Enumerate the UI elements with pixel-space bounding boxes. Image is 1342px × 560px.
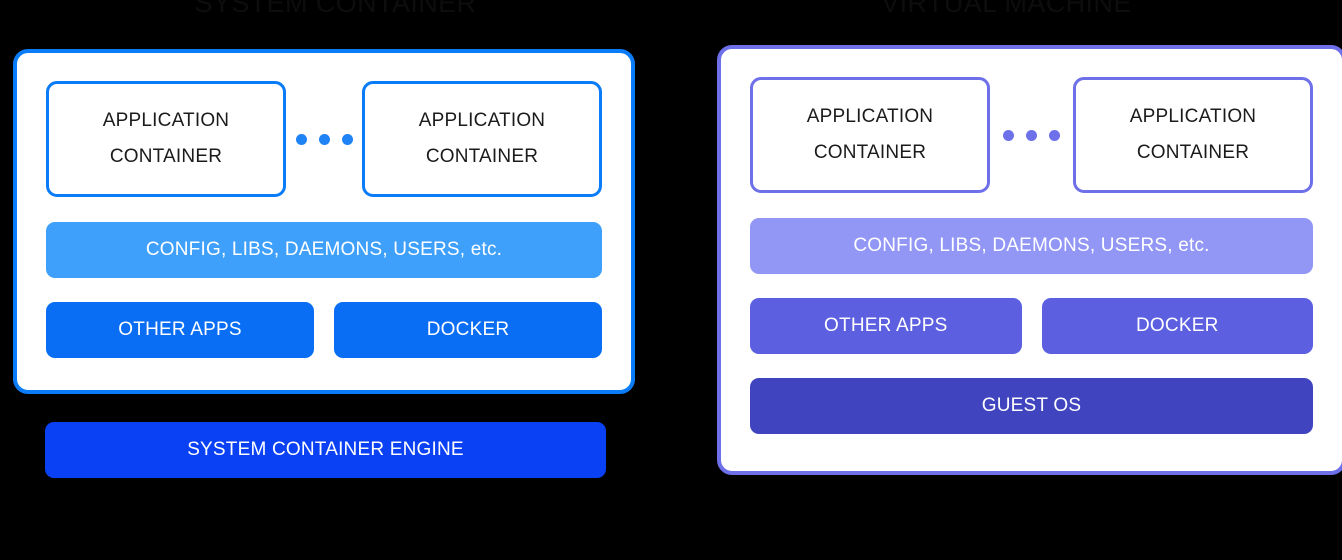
ellipsis-dots-icon — [286, 133, 362, 145]
application-container-line1: APPLICATION — [1129, 106, 1257, 127]
dot-icon — [318, 133, 330, 145]
application-container-line2: CONTAINER — [813, 142, 927, 163]
dot-icon — [295, 133, 307, 145]
dot-icon — [1003, 129, 1014, 141]
application-container-line1: APPLICATION — [418, 110, 546, 131]
system-container-panel: APPLICATION CONTAINER APPLICATION CONTAI… — [13, 49, 635, 394]
config-libs-daemons-users-bar[interactable]: CONFIG, LIBS, DAEMONS, USERS, etc. — [46, 222, 602, 278]
application-container-line1: APPLICATION — [806, 106, 934, 127]
other-apps-bar[interactable]: OTHER APPS — [750, 298, 1022, 354]
application-container-line2: CONTAINER — [109, 146, 223, 167]
system-app-container-row: APPLICATION CONTAINER APPLICATION CONTAI… — [46, 81, 602, 197]
dot-icon — [1049, 129, 1060, 141]
dot-icon — [341, 133, 353, 145]
vm-split-bar-row: OTHER APPS DOCKER — [750, 298, 1313, 354]
docker-bar[interactable]: DOCKER — [1041, 298, 1313, 354]
dot-icon — [1026, 129, 1037, 141]
virtual-machine-title: VIRTUAL MACHINE — [881, 0, 1132, 18]
application-container-line2: CONTAINER — [1136, 142, 1250, 163]
system-container-title: SYSTEM CONTAINER — [194, 0, 477, 18]
application-container-line2: CONTAINER — [425, 146, 539, 167]
vm-panel-inner: APPLICATION CONTAINER APPLICATION CONTAI… — [721, 49, 1342, 471]
application-container-box[interactable]: APPLICATION CONTAINER — [46, 81, 286, 197]
application-container-box[interactable]: APPLICATION CONTAINER — [750, 77, 990, 193]
application-container-box[interactable]: APPLICATION CONTAINER — [362, 81, 602, 197]
system-split-bar-row: OTHER APPS DOCKER — [46, 302, 602, 358]
other-apps-bar[interactable]: OTHER APPS — [46, 302, 314, 358]
virtual-machine-panel: APPLICATION CONTAINER APPLICATION CONTAI… — [717, 45, 1342, 475]
docker-bar[interactable]: DOCKER — [334, 302, 602, 358]
system-container-engine-bar[interactable]: SYSTEM CONTAINER ENGINE — [45, 422, 606, 478]
application-container-line1: APPLICATION — [102, 110, 230, 131]
system-panel-inner: APPLICATION CONTAINER APPLICATION CONTAI… — [17, 53, 631, 390]
guest-os-bar[interactable]: GUEST OS — [750, 378, 1313, 434]
ellipsis-dots-icon — [990, 129, 1073, 141]
vm-app-container-row: APPLICATION CONTAINER APPLICATION CONTAI… — [750, 77, 1313, 193]
config-libs-daemons-users-bar[interactable]: CONFIG, LIBS, DAEMONS, USERS, etc. — [750, 218, 1313, 274]
application-container-box[interactable]: APPLICATION CONTAINER — [1073, 77, 1313, 193]
